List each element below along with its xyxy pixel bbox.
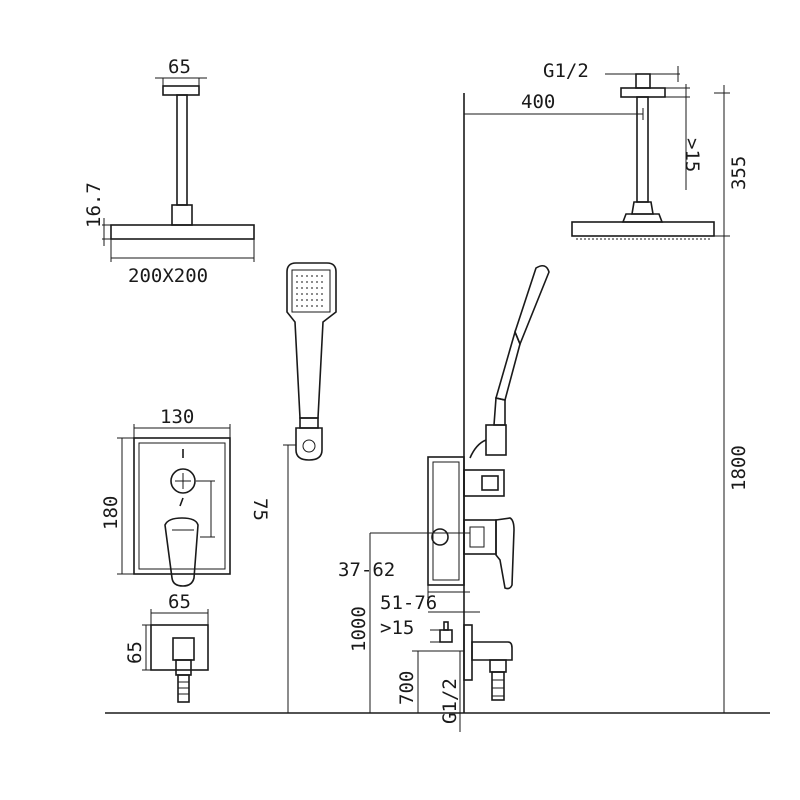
dim-total-height: 1800 (728, 445, 750, 491)
outlet-front-view (142, 609, 209, 703)
dim-min-15-top: >15 (681, 138, 703, 172)
side-view-assembly (369, 66, 730, 732)
overhead-shower-front-view (102, 77, 255, 262)
mixer-plate-front-view (117, 424, 231, 587)
dim-outlet-height: 700 (396, 671, 418, 705)
dim-plate-width: 130 (160, 406, 194, 428)
dim-head-thickness: 16.7 (83, 182, 105, 228)
dim-valve-height: 1000 (348, 606, 370, 652)
dim-spout-width: 65 (168, 591, 191, 613)
dim-body-depth: 51-76 (380, 592, 437, 614)
dim-handle-spacing: 75 (249, 498, 271, 521)
dim-head-size: 200X200 (128, 265, 208, 287)
dim-spout-height: 65 (124, 641, 146, 664)
dim-plate-height: 180 (100, 496, 122, 530)
dim-thread-bottom: G1/2 (439, 678, 461, 724)
dim-arm-width: 65 (168, 56, 191, 78)
dim-top-height: 355 (728, 156, 750, 190)
dim-thread-top: G1/2 (543, 60, 589, 82)
hand-shower-front-view (283, 262, 337, 713)
dim-min-15-bottom: >15 (380, 617, 414, 639)
dim-plate-depth: 37-62 (338, 559, 395, 581)
dim-arm-length: 400 (521, 91, 555, 113)
